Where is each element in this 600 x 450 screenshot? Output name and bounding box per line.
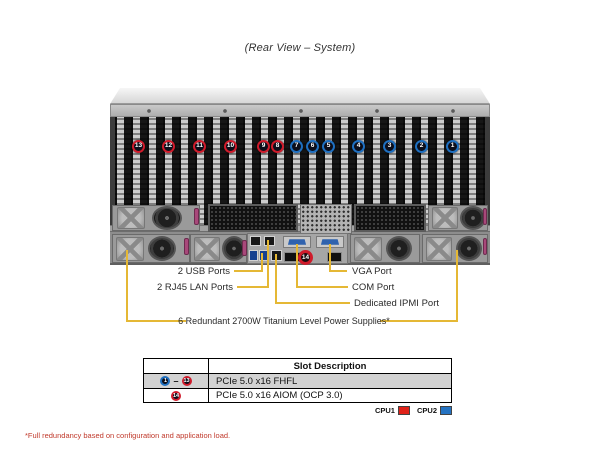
expansion-port-icon: [327, 252, 342, 262]
slot-badge-6: 6: [306, 140, 319, 153]
range-dash: –: [173, 376, 179, 386]
callout-line-psu: [380, 320, 458, 322]
callout-line-com: [296, 286, 348, 288]
slot-badge-12: 12: [162, 140, 175, 153]
psu-fan-icon: [152, 206, 182, 230]
slot-badge-7: 7: [290, 140, 303, 153]
legend-label: CPU2: [416, 406, 437, 415]
slot-badge-2: 2: [415, 140, 428, 153]
legend-color-swatch: [440, 406, 452, 415]
chassis-top-rail: [110, 104, 490, 117]
table-row-slots-1-13-badges: 1 – 13: [144, 374, 209, 389]
label-usb-ports: 2 USB Ports: [177, 266, 230, 277]
rj45-lan-port-icon: [264, 236, 275, 246]
slot-badge-11: 11: [193, 140, 206, 153]
rj45-lan-port-icon: [250, 236, 261, 246]
vent-panel: [354, 204, 426, 232]
psu-fan-icon: [460, 206, 486, 230]
vent-panel: [208, 204, 298, 232]
label-lan-ports: 2 RJ45 LAN Ports: [156, 282, 233, 293]
legend-color-swatch: [397, 406, 410, 415]
slot-badge-13: 13: [181, 376, 192, 386]
redundancy-footnote: *Full redundancy based on configuration …: [25, 431, 231, 440]
slot-badge-4: 4: [352, 140, 365, 153]
vent-panel: [300, 204, 352, 234]
slot-badge-9: 9: [257, 140, 270, 153]
slot-badge-10: 10: [224, 140, 237, 153]
psu-fan-grille: [194, 237, 220, 261]
psu-fan-grille: [432, 207, 458, 229]
table-cell-fhfl-desc: PCIe 5.0 x16 FHFL: [209, 374, 451, 389]
legend-item-cpu2: CPU2: [417, 406, 452, 415]
figure-title: (Rear View – System): [244, 42, 356, 54]
label-ipmi-port: Dedicated IPMI Port: [354, 298, 440, 309]
psu-latch-tab: [483, 238, 487, 255]
callout-line-psu: [456, 250, 458, 322]
psu-fan-grille: [117, 207, 145, 229]
label-power-supplies: 6 Redundant 2700W Titanium Level Power S…: [178, 316, 390, 326]
callout-line-lan: [237, 286, 269, 288]
psu-fan-grille: [116, 237, 144, 261]
callout-line-com: [296, 244, 298, 288]
slot-description-table: Slot Description 1 – 13 PCIe 5.0 x16 FHF…: [143, 358, 452, 403]
slot-badge-5: 5: [322, 140, 335, 153]
psu-fan-icon: [386, 236, 412, 261]
table-row-slot-14-badge: 14: [144, 389, 209, 402]
slot-badge-13: 13: [132, 140, 145, 153]
table-cell-aiom-desc: PCIe 5.0 x16 AIOM (OCP 3.0): [216, 390, 343, 401]
psu-fan-icon: [148, 236, 176, 261]
callout-line-psu: [126, 250, 128, 322]
psu-latch-tab: [194, 208, 199, 225]
psu-fan-grille: [426, 237, 452, 261]
psu-fan-icon: [456, 236, 482, 261]
table-corner-cell: [144, 359, 209, 374]
slot-badge-3: 3: [383, 140, 396, 153]
legend-label: CPU1: [374, 406, 395, 415]
usb-port-icon: [249, 250, 258, 261]
table-header-slot-description: Slot Description: [209, 359, 451, 374]
cpu-color-legend: CPU1 CPU2: [0, 406, 452, 415]
callout-line-usb: [234, 270, 263, 272]
callout-line-usb: [261, 253, 263, 272]
slot-badge-1: 1: [446, 140, 459, 153]
callout-line-psu: [126, 320, 186, 322]
slot-badge-14: 14: [298, 250, 313, 265]
callout-line-ipmi: [275, 302, 350, 304]
callout-line-vga: [329, 270, 347, 272]
legend-item-cpu1: CPU1: [375, 406, 410, 415]
callout-line-vga: [329, 244, 331, 272]
psu-fan-grille: [354, 237, 382, 261]
psu-latch-tab: [242, 240, 247, 256]
psu-latch-tab: [184, 238, 189, 255]
psu-latch-tab: [483, 208, 487, 225]
slot-badge-8: 8: [271, 140, 284, 153]
slot-badge-1: 1: [160, 376, 171, 386]
chassis-lid: [110, 88, 490, 104]
label-com-port: COM Port: [352, 282, 395, 293]
callout-line-lan: [267, 240, 269, 288]
slot-badge-14: 14: [171, 390, 181, 401]
callout-line-ipmi: [275, 254, 277, 304]
label-vga-port: VGA Port: [352, 266, 392, 277]
